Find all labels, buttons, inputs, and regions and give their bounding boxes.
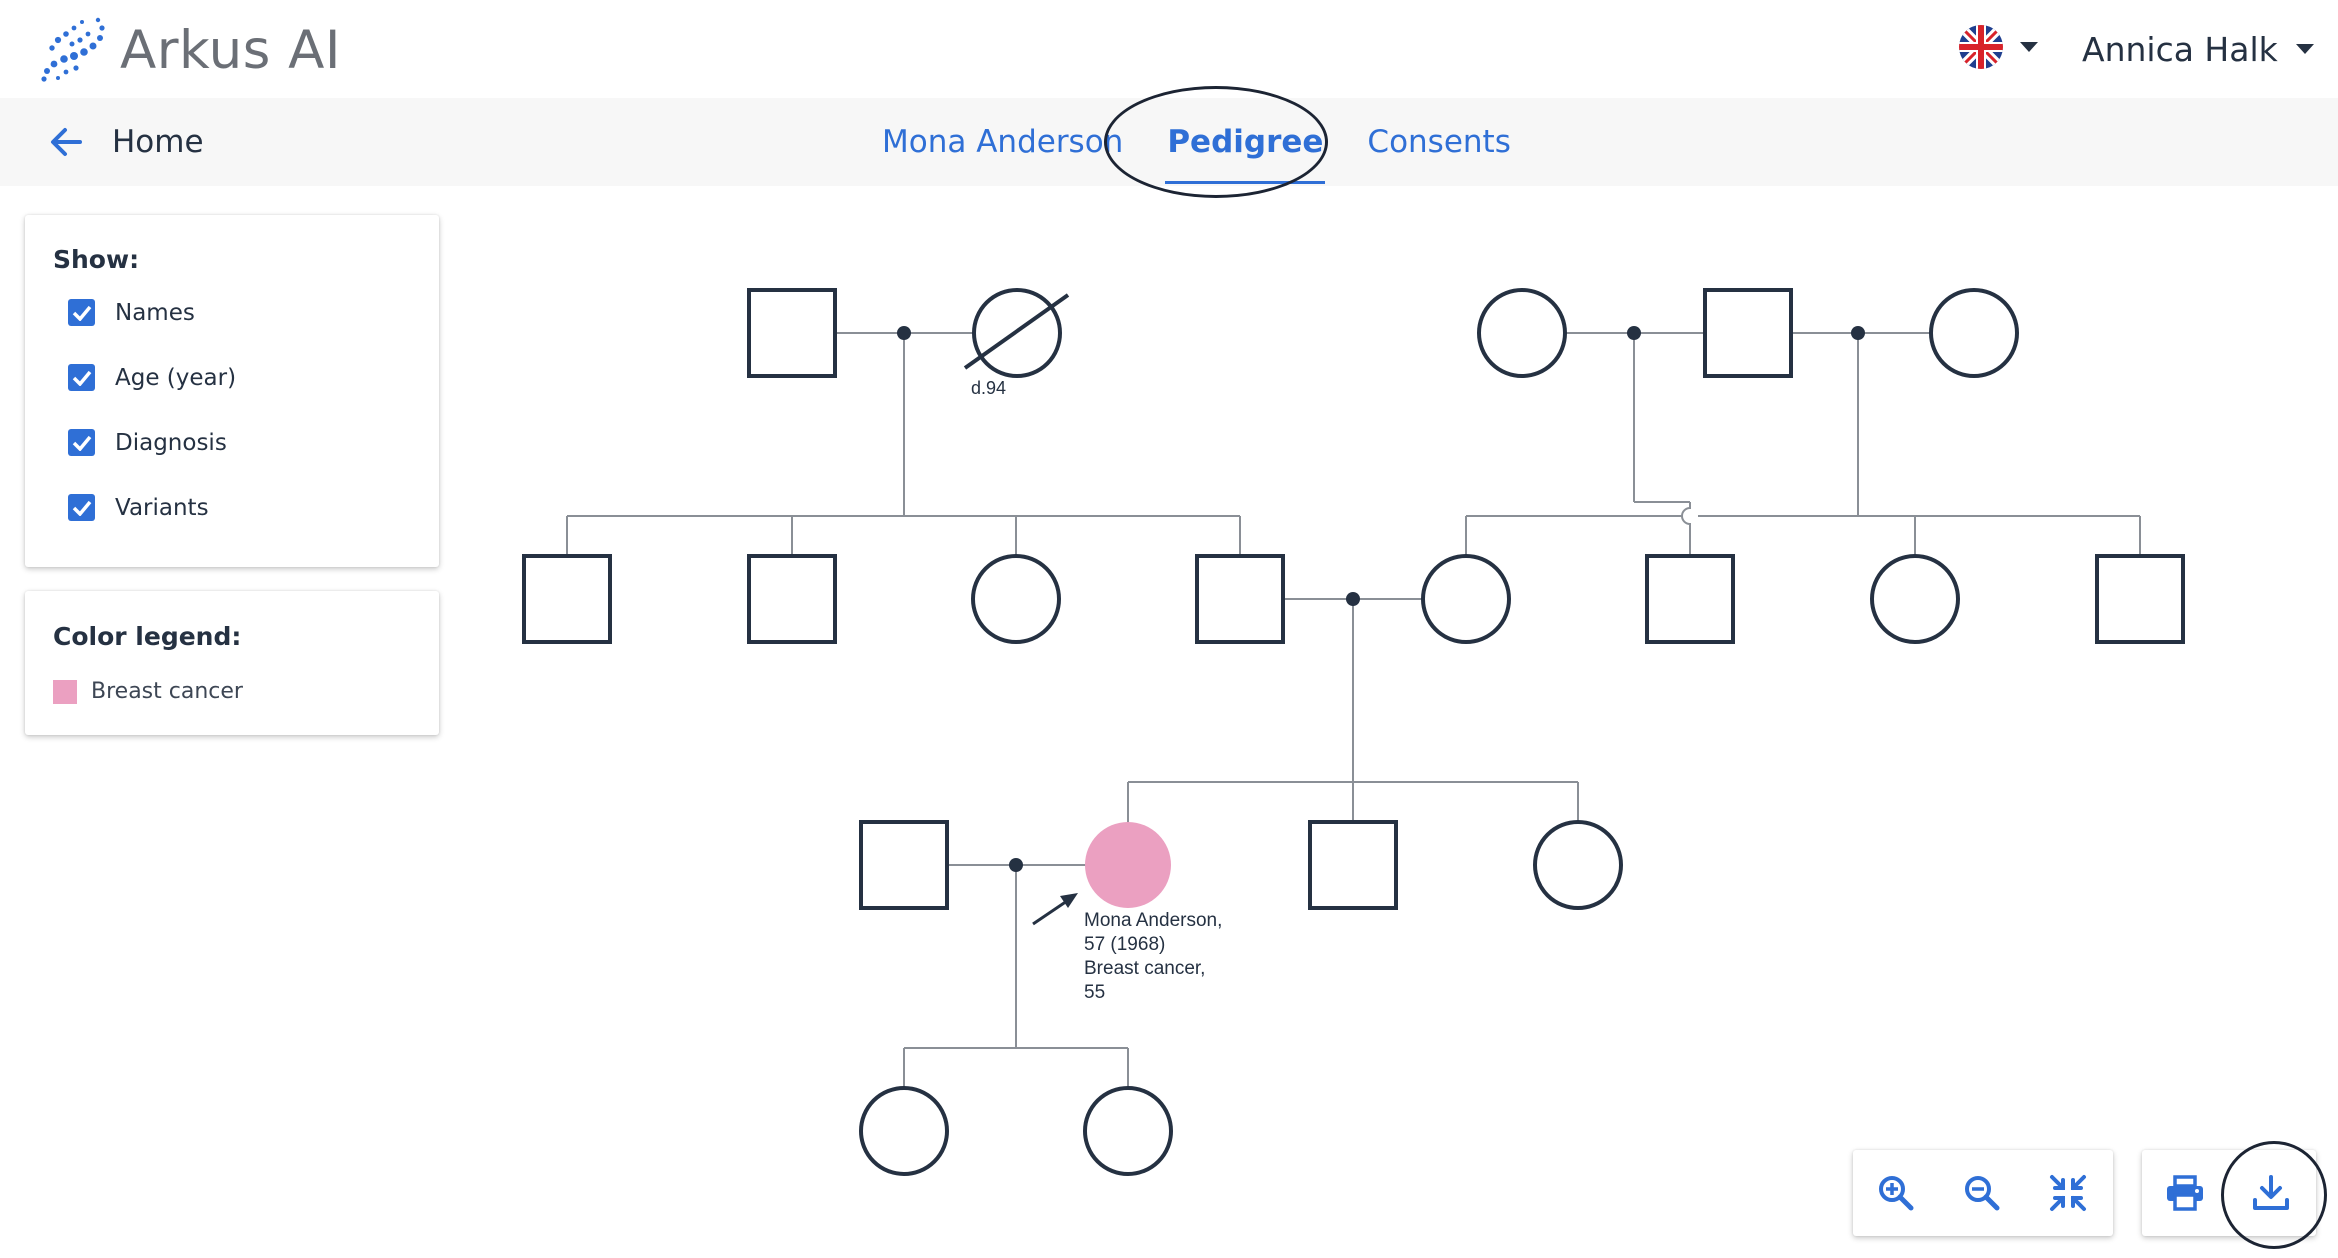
zoom-in-button[interactable]: [1853, 1150, 1939, 1236]
sub-navigation: Home Mona Anderson Pedigree Consents: [0, 98, 2338, 186]
show-panel-title: Show:: [53, 245, 140, 274]
male-individual[interactable]: [2095, 554, 2185, 644]
zoom-in-icon: [1879, 1176, 1914, 1211]
marriage-node: [1851, 326, 1865, 340]
checkbox-checked-icon[interactable]: [68, 494, 95, 521]
top-bar: Arkus AI Annica Halk: [0, 0, 2338, 98]
checkbox-checked-icon[interactable]: [68, 299, 95, 326]
female-individual[interactable]: [1083, 1086, 1173, 1176]
zoom-out-icon: [1965, 1176, 2000, 1211]
home-label: Home: [112, 124, 204, 160]
zoom-toolbar: [1853, 1150, 2113, 1236]
pedigree-lines: [566, 332, 2141, 1088]
proband-name-label: Mona Anderson,: [1084, 910, 1222, 931]
checkbox-names[interactable]: Names: [68, 299, 195, 326]
tab-bar: Mona Anderson Pedigree Consents: [860, 98, 1533, 186]
checkbox-checked-icon[interactable]: [68, 364, 95, 391]
logo[interactable]: Arkus AI: [36, 10, 341, 90]
user-menu[interactable]: Annica Halk: [2082, 24, 2314, 74]
deceased-slash: [963, 293, 1070, 370]
show-options-panel: Show: Names Age (year) Diagnosis Variant…: [25, 215, 439, 567]
male-individual[interactable]: [1308, 820, 1398, 910]
tab-consents[interactable]: Consents: [1367, 124, 1511, 160]
checkbox-label: Age (year): [115, 364, 237, 391]
female-individual[interactable]: [859, 1086, 949, 1176]
male-individual[interactable]: [522, 554, 612, 644]
male-individual[interactable]: [747, 554, 837, 644]
female-individual[interactable]: [1533, 820, 1623, 910]
male-individual[interactable]: [747, 288, 837, 378]
logo-text: Arkus AI: [120, 19, 342, 81]
download-icon: [2253, 1175, 2289, 1210]
marriage-node: [897, 326, 911, 340]
checkbox-diagnosis[interactable]: Diagnosis: [68, 429, 227, 456]
arkus-logo-icon: [41, 17, 105, 82]
checkbox-variants[interactable]: Variants: [68, 494, 209, 521]
proband-affected-female[interactable]: [1085, 822, 1171, 908]
fit-screen-icon: [2050, 1175, 2086, 1211]
female-individual[interactable]: [1421, 554, 1511, 644]
marriage-nodes: [897, 326, 1865, 872]
female-individual[interactable]: [1870, 554, 1960, 644]
male-individual[interactable]: [1195, 554, 1285, 644]
tab-mona-anderson[interactable]: Mona Anderson: [882, 124, 1124, 160]
checkbox-label: Diagnosis: [115, 429, 227, 456]
download-button[interactable]: [2228, 1150, 2314, 1236]
legend-item: Breast cancer: [53, 679, 243, 704]
male-individual[interactable]: [859, 820, 949, 910]
uk-flag-icon: [1959, 25, 2003, 69]
male-individual[interactable]: [1645, 554, 1735, 644]
male-individual[interactable]: [1703, 288, 1793, 378]
tab-pedigree[interactable]: Pedigree: [1145, 98, 1345, 186]
print-icon: [2167, 1175, 2203, 1211]
legend-panel-title: Color legend:: [53, 622, 242, 651]
deceased-age-label: d.94: [971, 378, 1006, 398]
chevron-down-icon: [2020, 42, 2038, 52]
checkbox-age[interactable]: Age (year): [68, 364, 236, 391]
checkbox-label: Names: [115, 299, 195, 326]
female-individual[interactable]: [1929, 288, 2019, 378]
color-legend-panel: Color legend: Breast cancer: [25, 591, 439, 735]
chevron-down-icon: [2295, 44, 2314, 54]
proband-age-label: 57 (1968): [1084, 934, 1165, 955]
legend-label: Breast cancer: [91, 679, 243, 704]
legend-swatch: [53, 679, 77, 704]
fit-screen-button[interactable]: [2025, 1150, 2111, 1236]
user-name: Annica Halk: [2082, 29, 2278, 69]
proband-diagnosis-label: Breast cancer,: [1084, 958, 1205, 979]
proband-arrow-icon: [1032, 893, 1078, 926]
marriage-node: [1346, 592, 1360, 606]
arrow-left-icon: [51, 128, 82, 156]
checkbox-label: Variants: [115, 494, 209, 521]
print-button[interactable]: [2142, 1150, 2228, 1236]
proband-diagnosis-age-label: 55: [1084, 982, 1105, 1003]
marriage-node: [1009, 858, 1023, 872]
home-link[interactable]: Home: [50, 116, 204, 168]
language-selector[interactable]: [1958, 24, 2038, 70]
zoom-out-button[interactable]: [1939, 1150, 2025, 1236]
checkbox-checked-icon[interactable]: [68, 429, 95, 456]
marriage-node: [1627, 326, 1641, 340]
female-individual[interactable]: [971, 554, 1061, 644]
export-toolbar: [2142, 1150, 2316, 1236]
female-individual[interactable]: [1477, 288, 1567, 378]
